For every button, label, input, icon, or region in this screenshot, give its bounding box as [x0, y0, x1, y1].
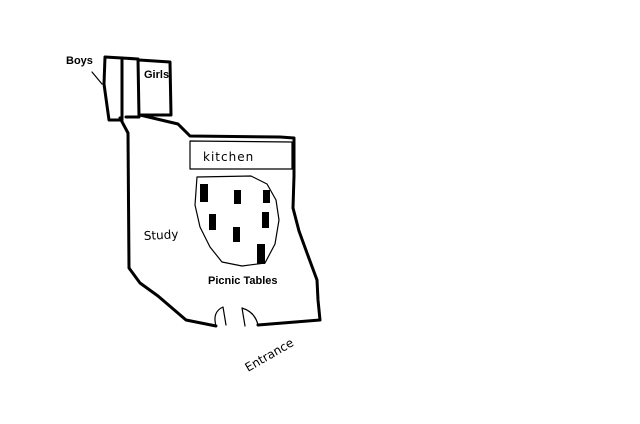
entrance-door-right — [241, 307, 259, 327]
picnic-table — [233, 227, 240, 242]
study-label: Study — [143, 227, 178, 243]
entrance-label: Entrance — [243, 336, 297, 375]
picnic-table — [234, 190, 241, 204]
picnic-table — [200, 184, 208, 202]
girls-label: Girls — [144, 69, 169, 81]
kitchen-label: kitchen — [203, 150, 254, 164]
entrance-door-left — [214, 306, 227, 327]
girls-restroom — [120, 56, 173, 119]
picnic-table — [209, 214, 216, 230]
picnic-table — [263, 190, 270, 203]
building-outline — [118, 113, 322, 328]
picnic-tables — [200, 184, 270, 264]
boys-label-pointer — [91, 71, 103, 85]
picnic-table — [262, 212, 269, 228]
kitchen-area — [189, 140, 293, 170]
boys-restroom — [102, 55, 124, 122]
boys-label: Boys — [66, 55, 93, 67]
picnic-tables-label: Picnic Tables — [208, 275, 278, 287]
picnic-table — [257, 244, 265, 264]
